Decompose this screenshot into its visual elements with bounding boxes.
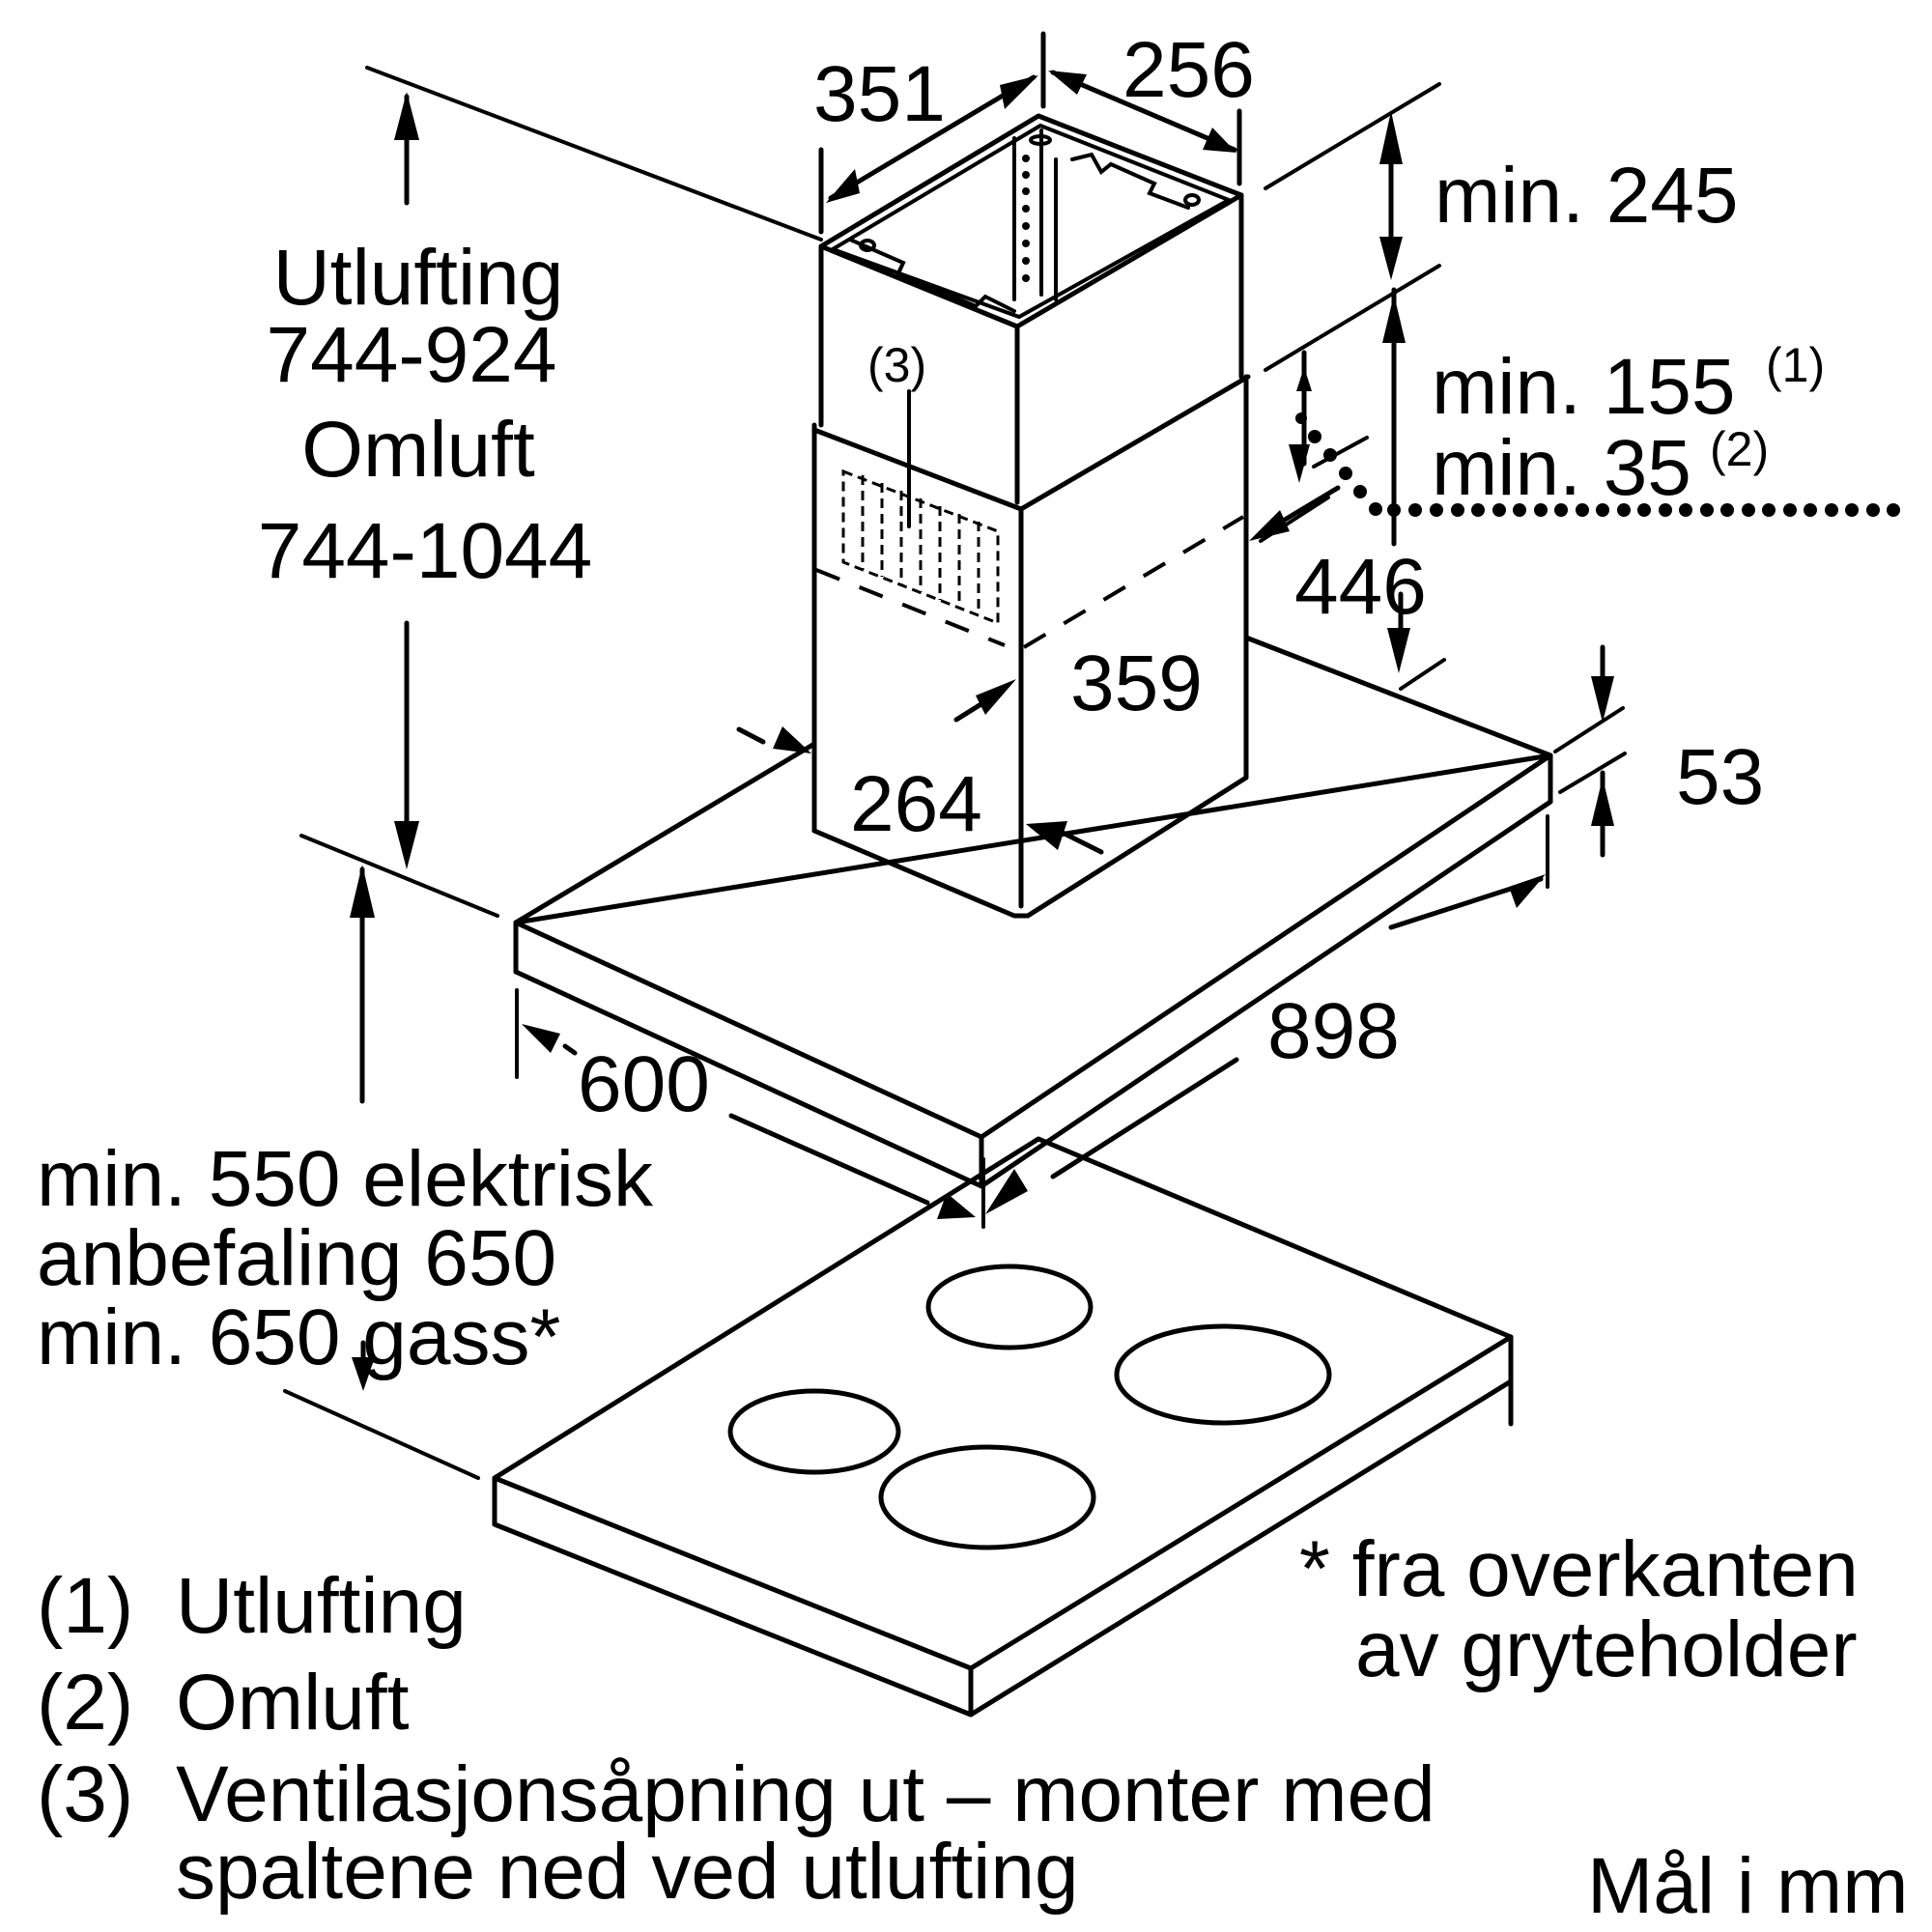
height-range-line2: 744-924 <box>267 311 557 399</box>
dim-canopy-height: 53 <box>1676 733 1764 821</box>
legend-item: (1) Utlufting <box>37 1562 467 1650</box>
dimension-labels: 351 256 min. 245 min. 155 (1) min. 35 (2… <box>578 26 1825 1128</box>
footnote: * fra overkanten av gryteholder <box>1299 1525 1859 1693</box>
canopy-top-front <box>513 753 1553 1140</box>
burner-front <box>878 1444 1096 1550</box>
legend-num-2: (2) <box>37 1659 133 1747</box>
upper-chimney-inner-rim <box>828 123 1234 320</box>
dim-lower-chimney-height: 446 <box>1294 543 1427 631</box>
legend-num-3: (3) <box>37 1750 133 1838</box>
hob-distance-label: min. 550 elektrisk anbefaling 650 min. 6… <box>37 1135 654 1381</box>
dotted-reference-line <box>1308 430 1900 517</box>
dim-lower-chimney-depth: 264 <box>850 760 982 848</box>
hob-distance-line3: min. 650 gass* <box>37 1293 560 1381</box>
legend-label-3: Ventilasjonsåpning ut – monter med <box>176 1750 1435 1838</box>
hob-bottom-edge <box>492 1378 1514 1718</box>
canopy-back-right-edge <box>1243 635 1553 758</box>
hob-distance-line2: anbefaling 650 <box>37 1214 556 1302</box>
hob <box>492 1136 1514 1718</box>
dim-chimney-width: 351 <box>813 50 946 138</box>
dim-min-155-ref: (1) <box>1766 338 1825 392</box>
footnote-line1: * fra overkanten <box>1299 1525 1859 1613</box>
vent-marker: (3) <box>867 338 926 392</box>
unit-note: Mål i mm <box>1587 1842 1909 1930</box>
dim-min-35: min. 35 <box>1432 424 1691 512</box>
upper-chimney-top <box>818 113 1244 329</box>
legend-num-1: (1) <box>37 1562 133 1650</box>
dim-min-155: min. 155 <box>1432 343 1736 431</box>
burner-left <box>727 1388 901 1475</box>
overlap-dashed-right <box>1022 515 1245 649</box>
height-range-line4: 744-1044 <box>258 507 593 595</box>
burner-back <box>925 1264 1094 1350</box>
dimension-lines <box>283 31 1900 1480</box>
height-range-label: Utlufting 744-924 Omluft 744-1044 <box>258 234 593 595</box>
overlap-dashed-left <box>815 568 1006 647</box>
dim-min-35-ref: (2) <box>1710 422 1769 476</box>
vent-slots <box>841 469 1000 626</box>
legend-label-2: Omluft <box>176 1659 410 1747</box>
dim-canopy-depth: 600 <box>578 1040 710 1128</box>
hob-distance-line1: min. 550 elektrisk <box>37 1135 654 1223</box>
canopy-back-left-edge <box>513 741 817 925</box>
upper-chimney <box>818 113 1244 505</box>
dim-lower-chimney-width: 359 <box>1070 639 1203 727</box>
dim-canopy-width: 898 <box>1267 987 1400 1075</box>
legend-label-1: Utlufting <box>176 1562 467 1650</box>
footnote-line2: av gryteholder <box>1355 1605 1858 1693</box>
legend-item: (2) Omluft <box>37 1659 410 1747</box>
dim-min-top-clearance: min. 245 <box>1435 152 1739 240</box>
lower-chimney-bottom-edge <box>811 775 1249 919</box>
height-range-line3: Omluft <box>301 406 535 494</box>
legend: (1) Utlufting (2) Omluft (3) Ventilasjon… <box>37 1562 1435 1916</box>
legend-label-3-cont: spaltene ned ved utlufting <box>176 1828 1079 1916</box>
burner-right <box>1114 1323 1332 1426</box>
dim-chimney-depth: 256 <box>1122 26 1255 114</box>
mounting-bracket <box>848 128 1201 313</box>
lower-chimney <box>811 374 1251 919</box>
height-range-line1: Utlufting <box>273 234 564 322</box>
lower-chimney-top-edge <box>811 374 1251 512</box>
legend-item: (3) Ventilasjonsåpning ut – monter med s… <box>37 1750 1435 1916</box>
